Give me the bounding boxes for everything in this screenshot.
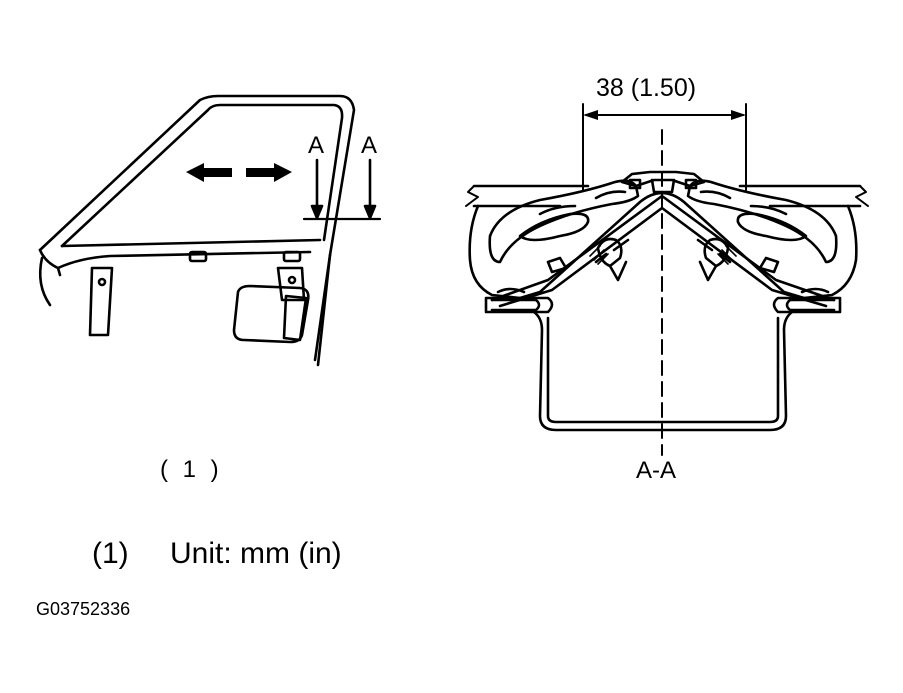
belt-clip <box>282 250 302 263</box>
window-sash-inner <box>60 103 344 248</box>
door-window-view <box>38 94 382 367</box>
arrow-right-icon <box>246 163 292 182</box>
seal-bulb-right <box>686 179 838 264</box>
flange-left <box>484 296 554 314</box>
belt-line <box>60 238 322 248</box>
movement-arrows <box>186 163 292 182</box>
door-lower-edge <box>38 256 52 307</box>
roof-rail-inner <box>498 206 828 308</box>
regulator-bracket <box>88 266 114 337</box>
regulator-bracket <box>276 266 306 302</box>
seal-bulb-left <box>488 179 640 264</box>
section-view <box>465 103 869 456</box>
section-view-label: A-A <box>636 457 677 484</box>
callout-label: ( 1 ) <box>160 456 223 483</box>
window-sash-outer <box>38 94 356 362</box>
top-clip <box>620 170 706 188</box>
fastener-right <box>696 237 737 282</box>
roof-rail-outer <box>490 194 836 302</box>
belt-clip <box>188 250 208 263</box>
dimension-label: 38 (1.50) <box>596 74 697 102</box>
legend-text: Unit: mm (in) <box>170 537 342 570</box>
roof-rail-box <box>532 310 794 432</box>
section-marker-right: A <box>361 132 378 159</box>
legend-number: (1) <box>92 537 129 570</box>
fastener-left <box>589 237 630 282</box>
arrow-left-icon <box>186 163 232 182</box>
window-motor <box>232 284 310 344</box>
section-marker-left: A <box>308 132 325 159</box>
flange-right <box>772 296 842 314</box>
roof-panel <box>472 184 862 208</box>
figure-id: G03752336 <box>36 599 131 619</box>
